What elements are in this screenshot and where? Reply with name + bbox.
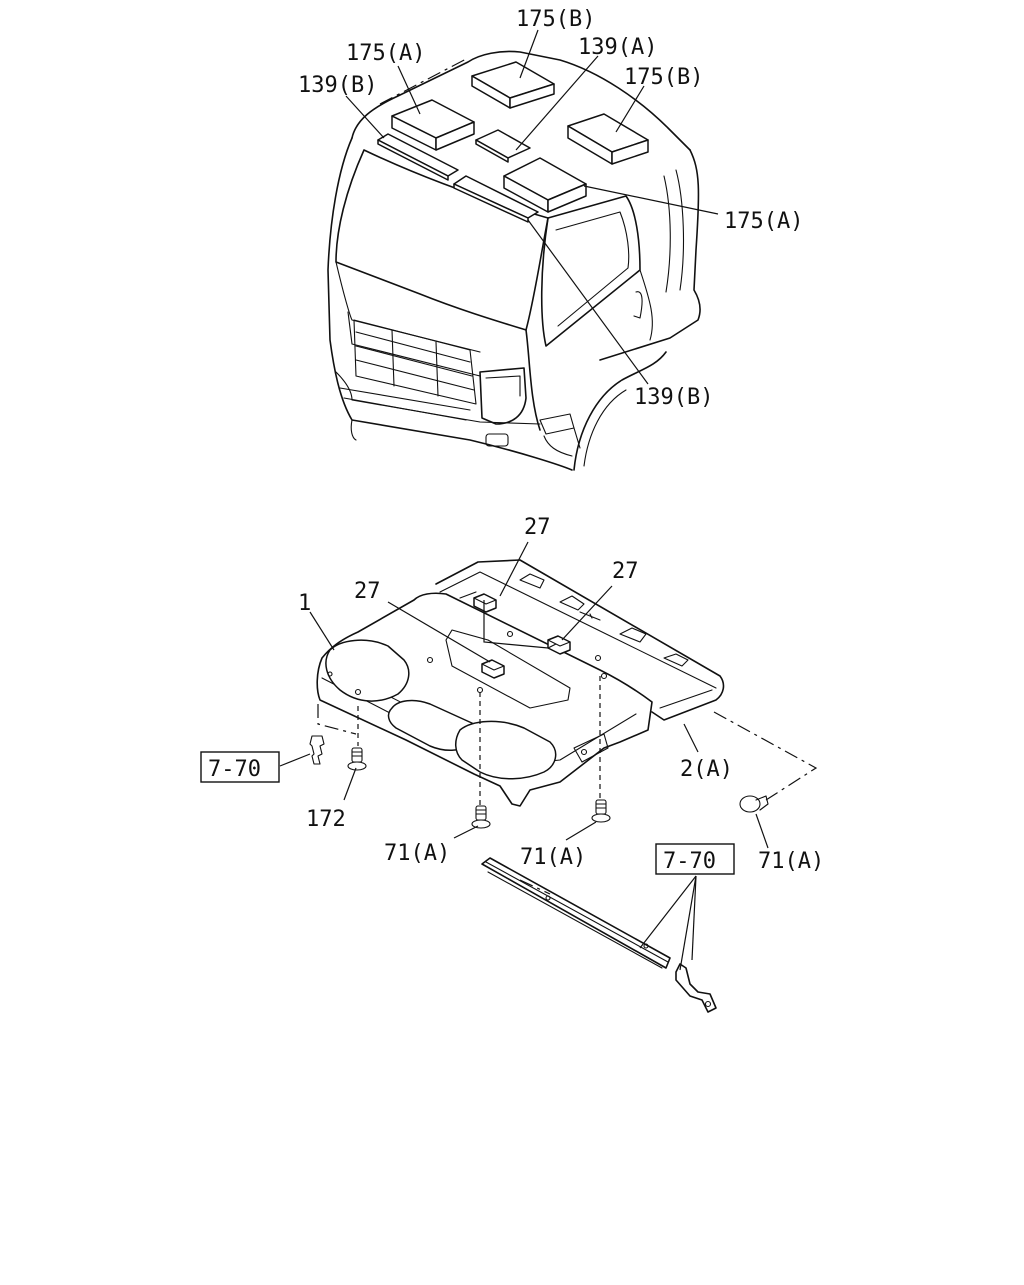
roof-pad-175b-right: [567, 113, 649, 165]
callout-27-left: 27: [354, 579, 381, 604]
truck-cab: [327, 29, 719, 471]
callout-71a-mid: 71(A): [520, 845, 586, 870]
callout-175a-left: 175(A): [346, 41, 425, 66]
ref-7-70-left-label: 7-70: [208, 757, 261, 782]
callout-139b-left: 139(B): [298, 73, 377, 98]
roof-strip-139b-left: [377, 133, 459, 181]
roof-pad-175a-left: [391, 99, 475, 151]
clip-7-70: [309, 735, 325, 765]
rail-bracket: [675, 963, 717, 1013]
callout-71a-right: 71(A): [758, 849, 824, 874]
callout-139b-bottom: 139(B): [634, 385, 713, 410]
ref-box-7-70-left: 7-70: [200, 751, 280, 783]
callout-2a: 2(A): [680, 757, 733, 782]
roof-pad-139a: [475, 129, 531, 163]
callout-175b-right: 175(B): [624, 65, 703, 90]
callout-172: 172: [306, 807, 346, 832]
pad-27-left: [481, 659, 505, 679]
callout-1: 1: [298, 591, 311, 616]
roof-pad-175a-right: [503, 157, 587, 213]
roof-pad-175b-front: [471, 61, 555, 109]
screw-71a-left: [471, 805, 491, 829]
callout-175a-right: 175(A): [724, 209, 803, 234]
screw-172: [347, 747, 367, 771]
roof-rail: [481, 857, 671, 969]
callout-175b-top: 175(B): [516, 7, 595, 32]
roof-headliner: [279, 541, 818, 849]
ref-box-7-70-right: 7-70: [655, 843, 735, 875]
roof-strip-139b-right: [453, 175, 539, 223]
callout-27-right: 27: [612, 559, 639, 584]
pad-27-top: [473, 593, 497, 613]
pad-27-right: [547, 635, 571, 655]
screw-71a-mid: [591, 799, 611, 823]
clip-71a-right: [739, 795, 769, 813]
callout-27-top: 27: [524, 515, 551, 540]
callout-139a: 139(A): [578, 35, 657, 60]
ref-7-70-right-label: 7-70: [663, 849, 716, 874]
callout-71a-left: 71(A): [384, 841, 450, 866]
